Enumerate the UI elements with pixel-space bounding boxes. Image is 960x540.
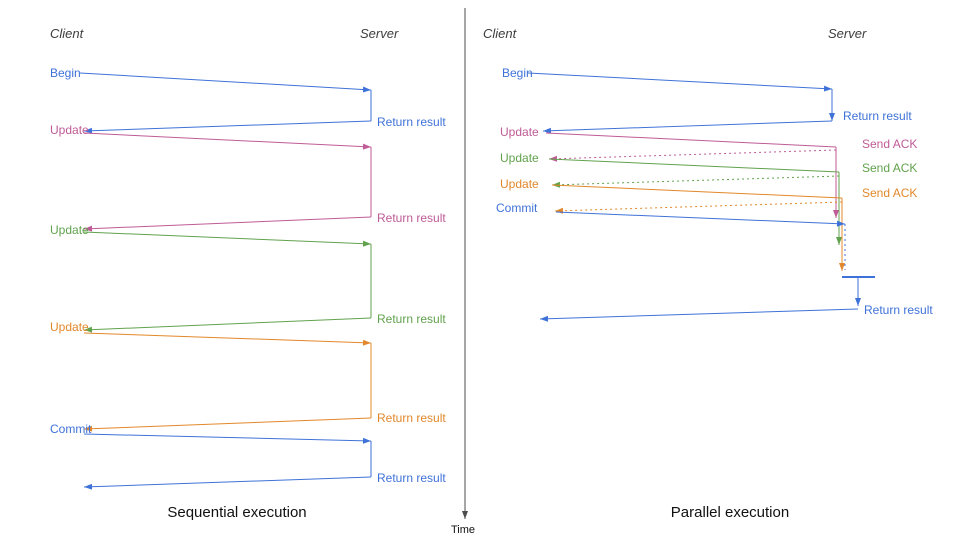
seq-update1-label: Update: [50, 123, 89, 137]
par-commit-result-label: Return result: [864, 303, 933, 317]
seq-client-header: Client: [50, 26, 85, 41]
par-commit-request-line: [555, 211, 846, 227]
seq-update3-return-line: [83, 417, 372, 432]
par-update2-label: Update: [500, 151, 539, 165]
sequential-diagram: Client Server Begin Return result Update…: [50, 26, 446, 521]
seq-update1-return-line: [83, 216, 372, 232]
par-server-header: Server: [828, 26, 867, 41]
seq-commit-return-line: [83, 476, 372, 490]
seq-update1-result-label: Return result: [377, 211, 446, 225]
seq-commit-request-line: [83, 433, 372, 444]
sequential-title: Sequential execution: [167, 504, 306, 521]
seq-update2-return-line: [83, 317, 372, 333]
time-axis-label: Time: [451, 524, 475, 536]
par-update2-ack-line: [551, 175, 840, 188]
par-update1-label: Update: [500, 125, 539, 139]
par-begin-return-line: [542, 120, 833, 134]
seq-commit-result-label: Return result: [377, 471, 446, 485]
par-begin-result-label: Return result: [843, 109, 912, 123]
parallel-diagram: Client Server Begin Return result Update…: [483, 26, 933, 521]
time-axis: Time: [451, 8, 475, 536]
seq-begin-request-line: [79, 72, 372, 93]
par-commit-return-line: [539, 308, 859, 322]
seq-update2-label: Update: [50, 223, 89, 237]
seq-begin-label: Begin: [50, 66, 81, 80]
par-update2-request-line: [548, 158, 840, 173]
seq-update3-label: Update: [50, 320, 89, 334]
seq-update1-request-line: [83, 132, 372, 150]
seq-update3-result-label: Return result: [377, 411, 446, 425]
par-update1-request-line: [545, 132, 837, 148]
parallel-title: Parallel execution: [671, 504, 789, 521]
seq-commit-label: Commit: [50, 422, 92, 436]
par-update3-request-line: [551, 184, 843, 199]
par-update1-ack-label: Send ACK: [862, 137, 917, 151]
seq-update3-request-line: [83, 332, 372, 346]
seq-update2-result-label: Return result: [377, 312, 446, 326]
seq-begin-result-label: Return result: [377, 115, 446, 129]
par-update3-ack-line: [554, 201, 843, 214]
seq-server-header: Server: [360, 26, 399, 41]
seq-update2-request-line: [83, 231, 372, 247]
par-update2-ack-label: Send ACK: [862, 161, 917, 175]
par-client-header: Client: [483, 26, 518, 41]
par-commit-label: Commit: [496, 201, 538, 215]
par-update1-ack-line: [548, 149, 837, 162]
par-update3-label: Update: [500, 177, 539, 191]
par-update3-ack-label: Send ACK: [862, 186, 917, 200]
par-begin-request-line: [527, 72, 833, 92]
par-begin-label: Begin: [502, 66, 533, 80]
seq-begin-return-line: [83, 120, 372, 134]
